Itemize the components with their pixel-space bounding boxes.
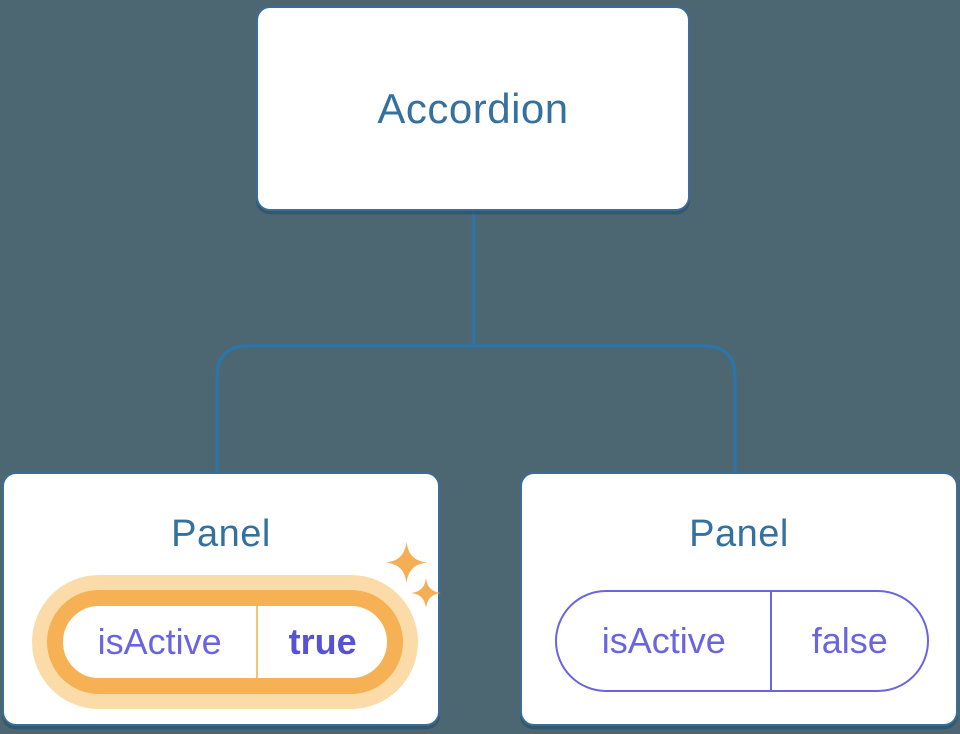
state-pill-active: isActive true: [47, 590, 403, 694]
state-pill-inactive: isActive false: [555, 590, 929, 692]
state-name: isActive: [601, 620, 726, 661]
panel-node-inactive: Panel isActive false: [520, 472, 958, 726]
sparkle-icon: [411, 578, 441, 608]
panel-node-label: Panel: [689, 513, 789, 555]
sparkle-icon: [386, 542, 427, 583]
pill-divider: [770, 592, 773, 690]
panel-node-label: Panel: [171, 513, 271, 555]
state-name: isActive: [97, 621, 222, 662]
accordion-node: Accordion: [256, 6, 690, 211]
state-value: false: [811, 620, 888, 661]
panel-node-active: Panel isActive true: [2, 472, 440, 726]
pill-divider: [256, 606, 259, 678]
accordion-node-label: Accordion: [377, 84, 569, 132]
state-value: true: [288, 621, 357, 662]
